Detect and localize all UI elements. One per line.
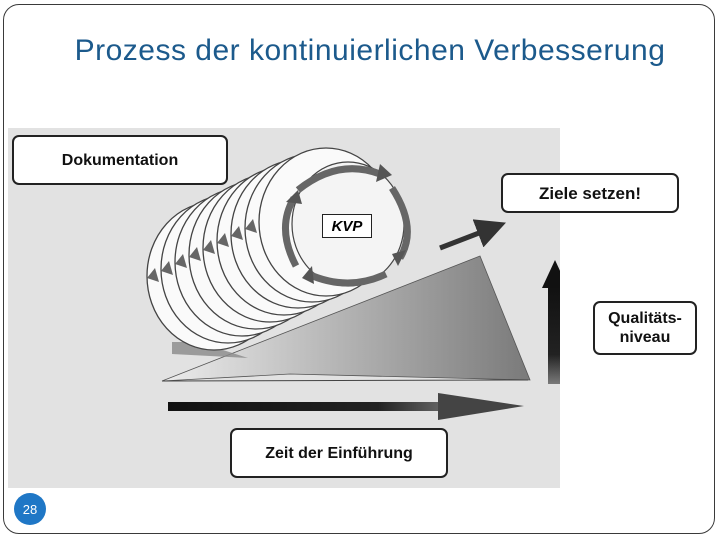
page-number-badge: 28: [14, 493, 46, 525]
ramp-wedge: [161, 255, 531, 382]
arrow-tip: [203, 240, 215, 254]
arrow-tip: [189, 247, 201, 261]
kvp-diagram: Dokumentation KVP Ziele setzen!: [8, 128, 679, 488]
arrowhead: [286, 190, 302, 204]
arrowhead: [302, 266, 314, 284]
cycle-arrow-top: [295, 165, 382, 193]
cycle-arrowheads: [286, 164, 406, 284]
cycle-arrow-left: [282, 196, 300, 268]
ramp-baseline: [161, 379, 529, 382]
ring-arrow-tips: [147, 219, 257, 282]
time-arrow-head: [438, 393, 524, 420]
slide-title: Prozess der kontinuierlichen Verbesserun…: [74, 34, 666, 67]
arrow-tip: [245, 219, 257, 233]
arrow-tip: [217, 233, 229, 247]
arrow-tip: [161, 261, 173, 275]
quality-label-line1: Qualitäts-: [608, 310, 682, 327]
quality-arrow-shaft: [548, 286, 560, 384]
cycle-arrow-bottom: [306, 270, 388, 287]
slide-frame: [3, 4, 715, 534]
arrow-tip: [175, 254, 187, 268]
arrow-tip: [147, 268, 159, 282]
arrowhead: [392, 250, 406, 266]
goals-pointer-arrow: [439, 219, 507, 251]
kvp-label: KVP: [322, 214, 372, 238]
time-box: Zeit der Einführung: [230, 428, 448, 478]
arrow-tip: [231, 226, 243, 240]
arrowhead: [376, 164, 392, 182]
goals-box: Ziele setzen!: [501, 173, 679, 213]
quality-label-line2: niveau: [619, 329, 671, 346]
documentation-box: Dokumentation: [12, 135, 228, 185]
time-arrow-shaft: [168, 402, 448, 411]
quality-arrow-head: [542, 260, 560, 288]
quality-level-box: Qualitäts- niveau: [593, 301, 697, 355]
